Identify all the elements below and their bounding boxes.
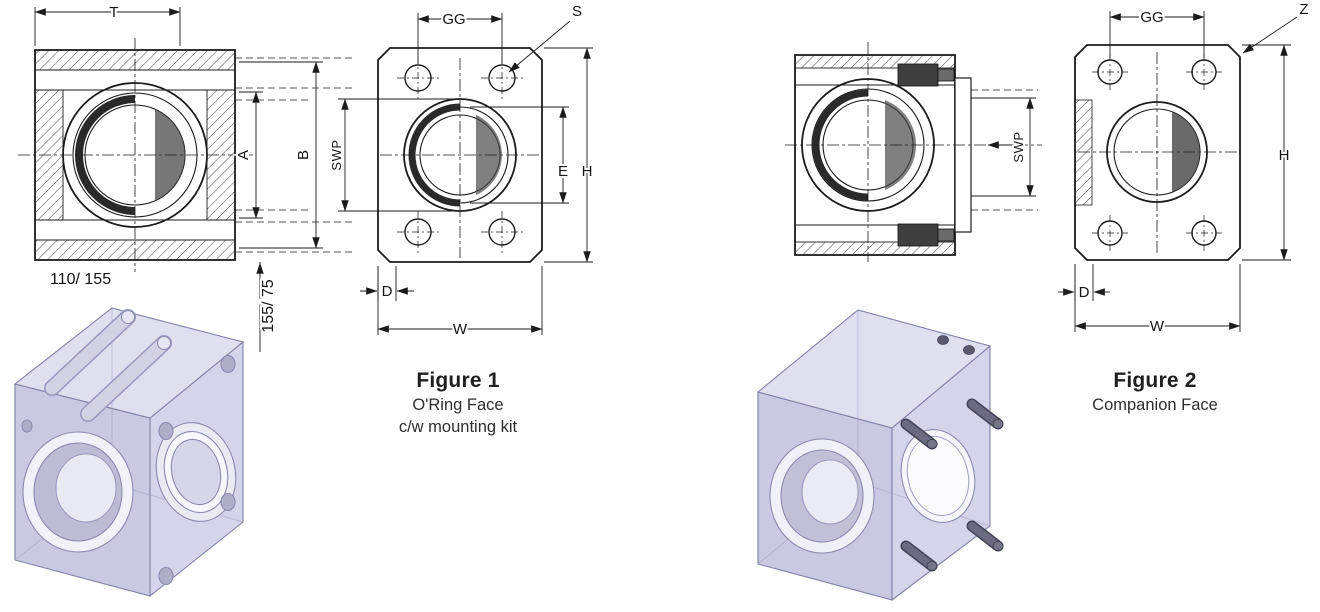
mounting-studs xyxy=(44,309,172,422)
figure2-subtitle: Companion Face xyxy=(1092,396,1218,414)
bolt-holes xyxy=(397,57,523,253)
figure1-note: c/w mounting kit xyxy=(398,418,518,436)
protruding-studs xyxy=(900,398,1004,572)
dim-label-e: E xyxy=(558,163,568,180)
side-view-left-drawing: T A B 110/ 155 155/ 75 xyxy=(18,2,356,352)
top-face-holes xyxy=(937,335,975,355)
projection-lines xyxy=(235,57,356,253)
render-oring-face-block xyxy=(13,307,245,598)
centerlines xyxy=(18,38,253,272)
dim-label-gg: GG xyxy=(442,11,465,28)
dim-label-d: D xyxy=(1079,284,1090,301)
dimension-lines xyxy=(971,97,1036,197)
mounting-bolts-section xyxy=(897,63,955,247)
dim-label-t: T xyxy=(109,4,118,21)
dim-note-horizontal: 110/ 155 xyxy=(50,271,111,288)
dimension-lines xyxy=(338,13,593,335)
right-face-flange xyxy=(155,354,237,586)
dim-label-w: W xyxy=(1150,318,1165,335)
dimension-lines xyxy=(34,7,323,352)
right-face-bore xyxy=(900,429,976,523)
left-face-bore xyxy=(769,438,875,554)
figure2-title: Figure 2 xyxy=(1113,369,1197,392)
dim-label-swp: SWP xyxy=(330,139,344,170)
figure2-drawing: GG Z H D W xyxy=(1058,0,1311,337)
housing-section xyxy=(794,54,972,256)
centerlines xyxy=(1078,52,1237,256)
dimension-lines xyxy=(1058,11,1298,332)
side-view-right-drawing: SWP xyxy=(785,42,1042,262)
figure1-drawing: GG S SWP E H D W xyxy=(330,1,594,340)
bolt-holes xyxy=(1092,54,1222,251)
dim-label-h: H xyxy=(1279,147,1290,164)
figure1-subtitle: O'Ring Face xyxy=(412,396,504,414)
dim-label-swp: SWP xyxy=(1011,131,1026,162)
dim-label-a: A xyxy=(235,150,252,160)
dim-label-b: B xyxy=(295,150,312,160)
figure1-title: Figure 1 xyxy=(416,369,500,392)
dim-label-z: Z xyxy=(1299,1,1308,18)
figure1-caption: Figure 1 O'Ring Face c/w mounting kit xyxy=(348,369,568,437)
dim-label-d: D xyxy=(382,283,393,300)
dim-label-gg: GG xyxy=(1140,9,1163,26)
centerlines xyxy=(380,58,540,258)
dim-label-s: S xyxy=(572,3,582,20)
left-face-bore xyxy=(21,419,134,553)
dim-label-h: H xyxy=(582,163,593,180)
figure2-caption: Figure 2 Companion Face xyxy=(1046,369,1264,415)
projection-lines xyxy=(971,89,1038,211)
dim-note-vertical: 155/ 75 xyxy=(260,279,277,332)
dim-label-w: W xyxy=(453,321,468,338)
render-companion-face-block xyxy=(756,309,1004,602)
